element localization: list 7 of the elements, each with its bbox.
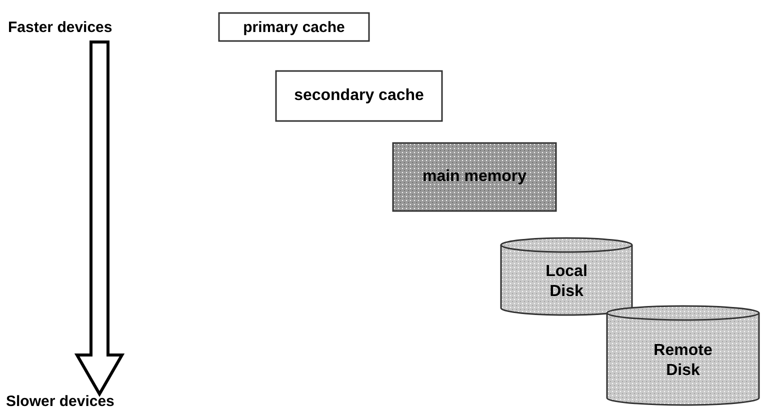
- cache-box: secondary cache: [275, 70, 443, 122]
- disk-cylinder: Local Disk: [500, 237, 633, 316]
- axis-label: Slower devices: [6, 393, 114, 410]
- memory-box: main memory: [392, 142, 557, 212]
- axis-label: Faster devices: [8, 19, 112, 36]
- disk-cylinder: Remote Disk: [606, 305, 760, 406]
- cache-box: primary cache: [218, 12, 370, 42]
